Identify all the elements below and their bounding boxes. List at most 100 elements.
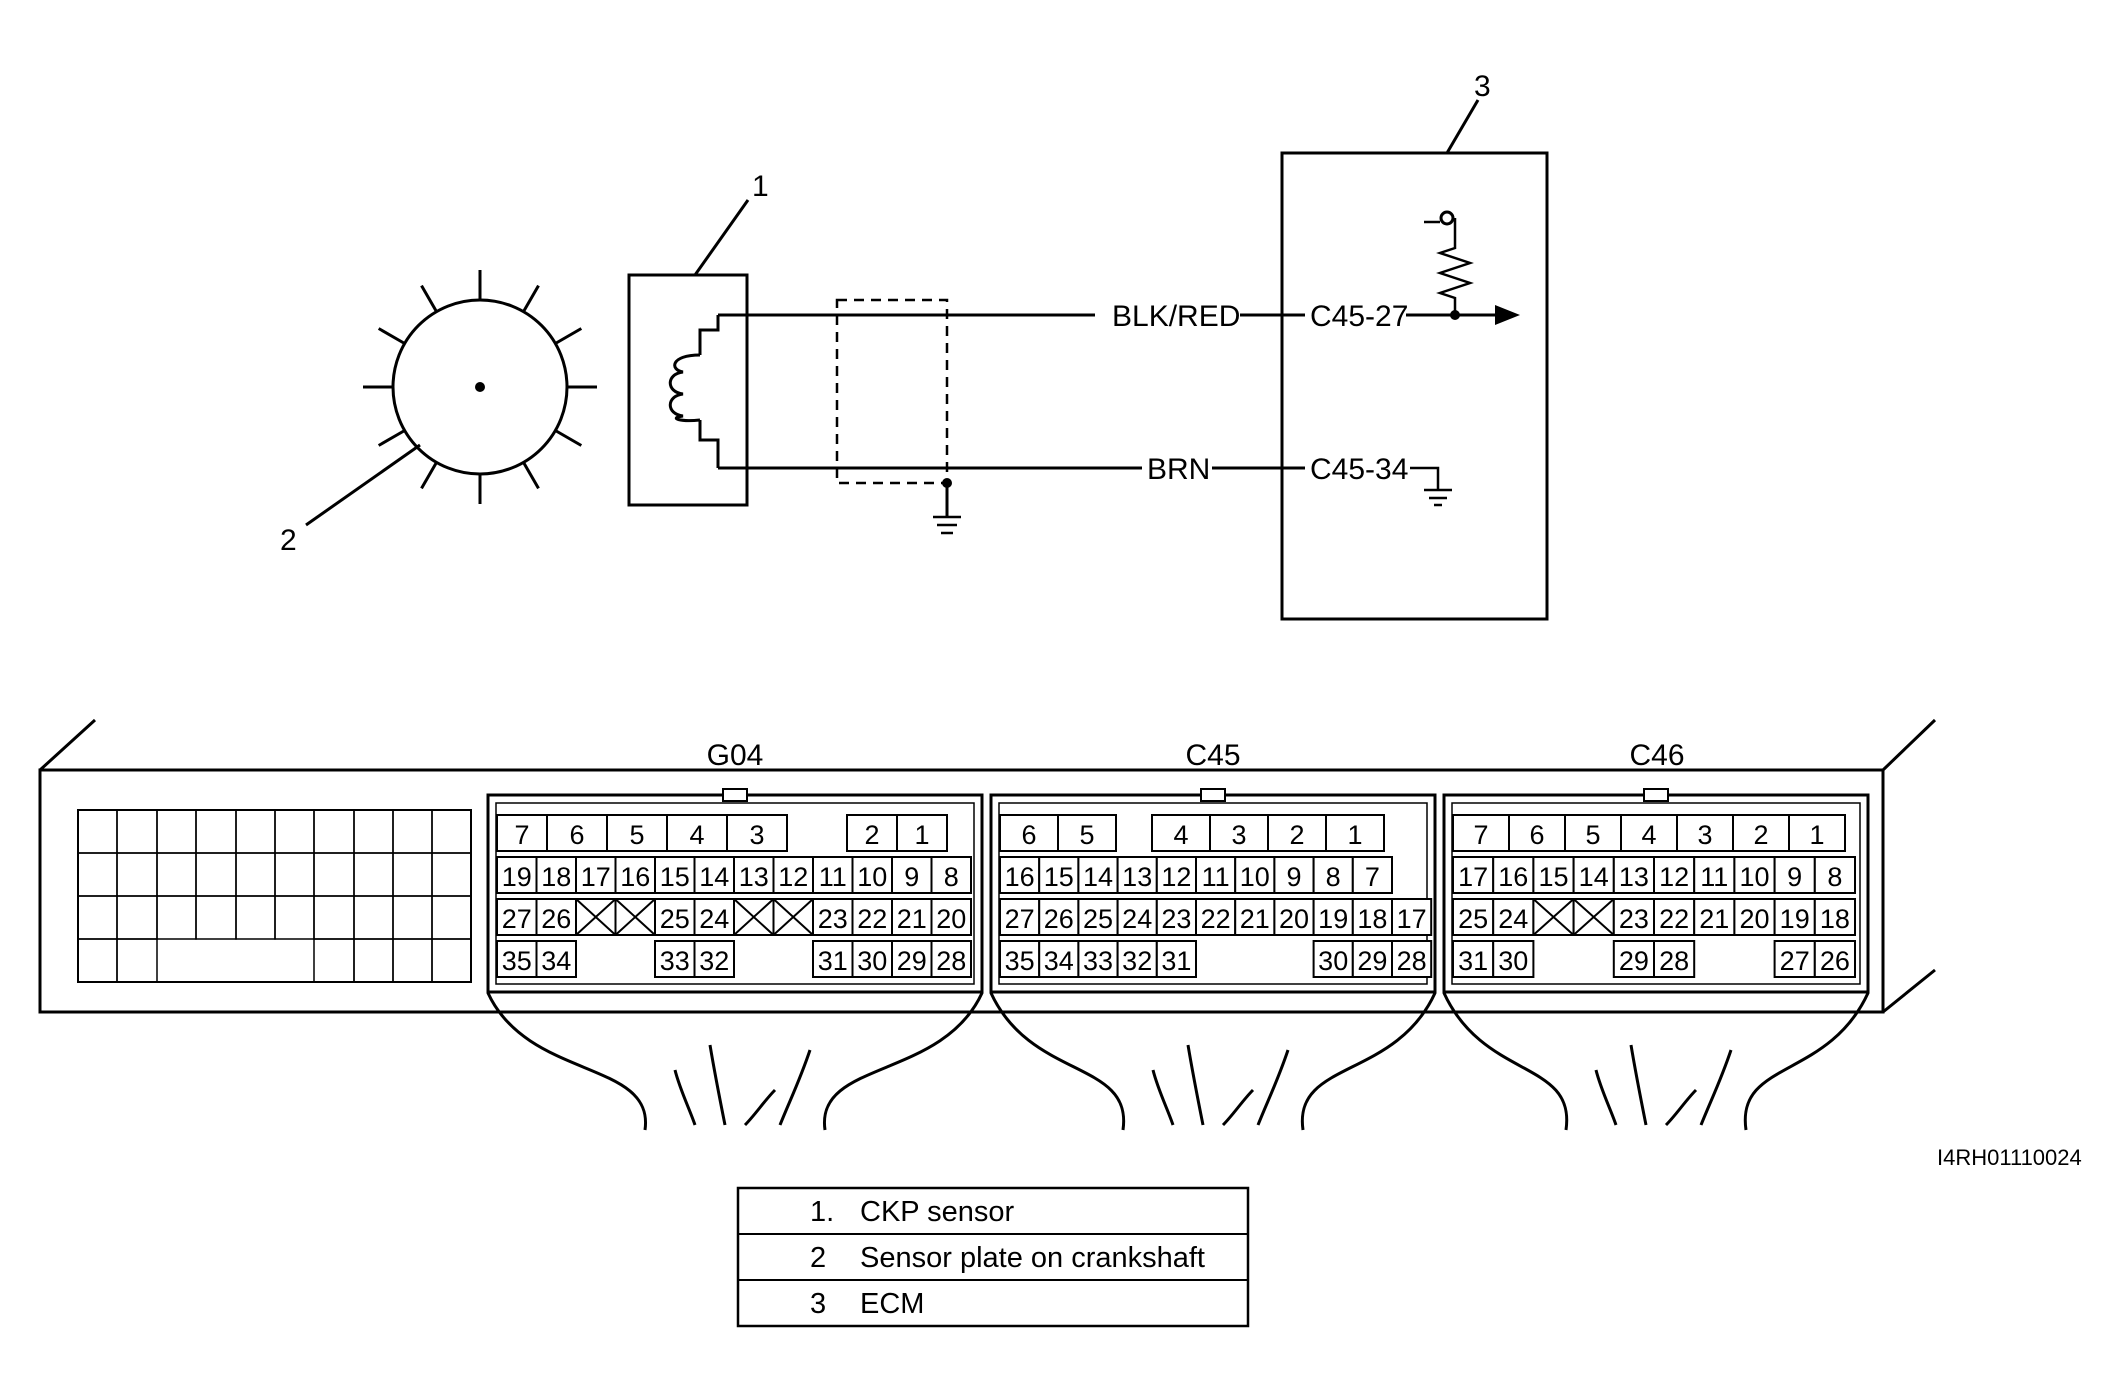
coil-windings-icon [668,353,701,422]
g04-pin-cell [693,940,735,978]
c45-pin-cell [1116,898,1158,936]
c46-pin-label: 19 [1780,904,1810,934]
c46-pin-label: 27 [1780,946,1810,976]
ecm-pullup-resistor-icon [1424,218,1474,315]
legend-text-2: Sensor plate on crankshaft [860,1242,1205,1274]
g04-pin-label: 19 [502,862,532,892]
c45-pin-label: 7 [1365,862,1380,892]
c46-pin-label: 4 [1641,820,1656,850]
ecm-vref-node [1439,210,1455,226]
c45-pin-cell [1077,940,1119,978]
c46-pin-label: 3 [1697,820,1712,850]
legend-num-1: 1. [810,1196,834,1228]
g04-pin-cell [535,940,577,978]
c45-pin-cell [1234,856,1276,894]
g04-pin-cell [930,940,972,978]
c46-pin-label: 21 [1699,904,1729,934]
g04-pin-label: 24 [699,904,729,934]
c45-pin-label: 25 [1083,904,1113,934]
g04-pin-label: 34 [541,946,571,976]
c46-pin-label: 29 [1619,946,1649,976]
c45-pin-cell [1155,940,1198,978]
c46-pin-cell [1612,940,1656,978]
ecm-box [1280,151,1549,621]
g04-pin-cell [851,898,893,936]
c45-pin-cell [999,856,1041,894]
c46-pin-label: 2 [1753,820,1768,850]
c45-pin-label: 30 [1318,946,1348,976]
c45-pin-cell [1038,898,1080,936]
g04-pin-label: 4 [689,820,704,850]
c45-pin-label: 17 [1397,904,1427,934]
c46-pin-label: 24 [1498,904,1528,934]
c45-pin-label: 26 [1044,904,1074,934]
wire-harness-lines [486,992,1870,1131]
connector-block-grid [77,809,472,983]
g04-pin-label: 22 [857,904,887,934]
g04-pin-label: 31 [818,946,848,976]
c45-pin-cell [1038,940,1080,978]
c45-pin-label: 28 [1397,946,1427,976]
sensor-ground-icon [933,515,961,535]
g04-pin-label: 25 [660,904,690,934]
g04-pin-cell [654,856,696,894]
g04-pin-label: 2 [864,820,879,850]
c45-pin-label: 20 [1279,904,1309,934]
c45-pin-cell [1151,814,1211,852]
c45-pin-label: 9 [1286,862,1301,892]
c45-pin-cell [1116,940,1158,978]
g04-pin-label: 7 [514,820,529,850]
c45-pin-label: 8 [1326,862,1341,892]
c46-pin-cell [1452,814,1510,852]
c45-pin-label: 23 [1161,904,1191,934]
ecm-housing-edges [38,718,1937,1014]
g04-pin-cell [535,856,577,894]
g04-pin-label: 29 [897,946,927,976]
c45-pin-label: 16 [1005,862,1035,892]
g04-pin-cell [693,898,735,936]
callout-2-leader [305,443,421,527]
c46-pin-cell [1508,814,1566,852]
legend-num-3: 3 [810,1288,826,1320]
c45-pin-cell [1312,940,1354,978]
c46-pin-cell [1492,898,1535,936]
c45-pin-label: 14 [1083,862,1113,892]
g04-pin-cell [896,814,948,852]
c46-pin-cell [1612,856,1656,894]
g04-pin-cell [891,940,933,978]
g04-pin-cell [654,940,696,978]
shield-junction-dot [942,478,952,488]
wire-shield [835,298,949,485]
callout-1: 1 [752,170,769,203]
g04-pin-cell [606,814,668,852]
c45-pin-label: 21 [1240,904,1270,934]
c45-pin-label: 27 [1005,904,1035,934]
c45-pin-cell [1273,856,1315,894]
pin-label-c45-27: C45-27 [1310,300,1408,333]
c45-pin-cell [1077,898,1119,936]
c45-pin-cell [1155,898,1198,936]
c46-pin-label: 11 [1700,862,1728,892]
c45-pin-label: 10 [1240,862,1270,892]
g04-pin-cell [930,856,972,894]
ckp-sensor-body [627,273,749,507]
c46-pin-label: 7 [1473,820,1488,850]
c45-pin-cell [1351,856,1394,894]
c45-pin-cell [1351,940,1394,978]
c45-pin-label: 15 [1044,862,1074,892]
c45-pin-label: 5 [1079,820,1094,850]
g04-pin-label: 28 [936,946,966,976]
g04-pin-label: 23 [818,904,848,934]
c45-pin-cell [1391,898,1433,936]
connector-c45-title: C45 [1185,739,1240,772]
ckp-sensor-coil [698,315,720,468]
c46-pin-label: 12 [1659,862,1689,892]
c45-pin-label: 29 [1357,946,1387,976]
legend-text-3: ECM [860,1288,924,1320]
wire-color-blk-red: BLK/RED [1112,300,1240,333]
c46-pin-cell [1492,940,1535,978]
g04-pin-cell [726,814,788,852]
c46-pin-label: 30 [1498,946,1528,976]
